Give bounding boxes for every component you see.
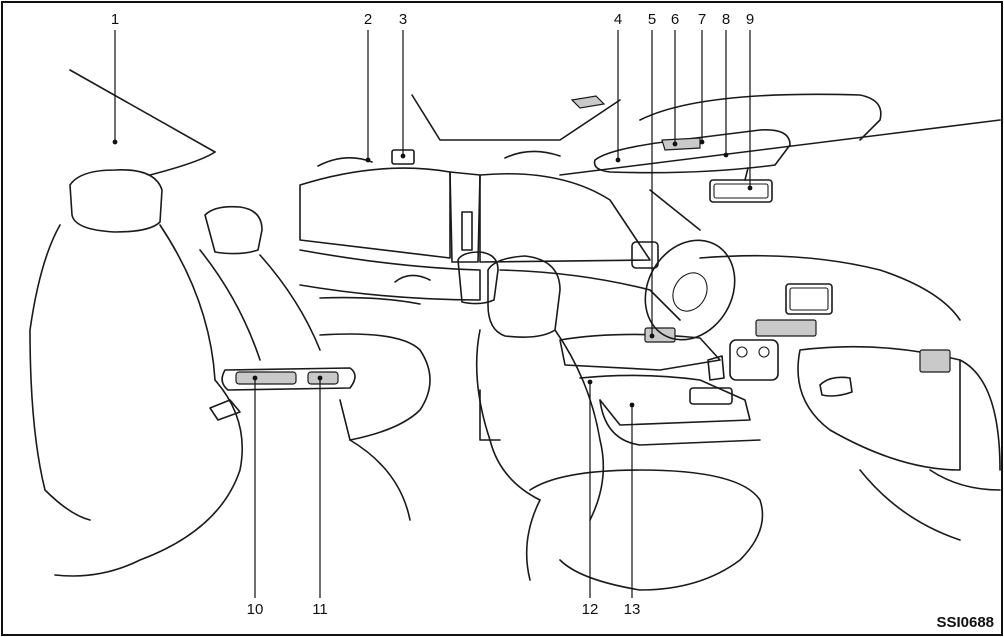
callout-3: 3: [399, 11, 407, 28]
leader-dot-9: [747, 185, 753, 191]
center-vents: [755, 319, 817, 337]
passenger-seatback-edge: [475, 329, 541, 501]
passenger-dashboard: [797, 345, 961, 471]
assist-grip-right: [504, 150, 561, 159]
control-knob-right: [758, 346, 770, 358]
console-storage-lid: [689, 387, 733, 405]
audio-climate-controls: [729, 339, 779, 381]
passenger-seat-side: [525, 499, 541, 581]
callout-7: 7: [698, 11, 706, 28]
roof-edge-line: [69, 69, 216, 153]
callout-5: 5: [648, 11, 656, 28]
mirror-stem: [744, 167, 749, 181]
front-side-window: [479, 172, 651, 263]
rear-side-window: [299, 167, 451, 259]
passenger-side-vent: [919, 349, 951, 373]
leader-dot-7: [699, 139, 705, 145]
a-pillar: [649, 189, 701, 231]
leader-dot-13: [629, 402, 635, 408]
sun-visor: [593, 128, 791, 174]
b-pillar: [449, 171, 481, 263]
rear-door-handle: [394, 274, 431, 283]
leader-dot-12: [587, 379, 593, 385]
assist-grip-left: [317, 157, 373, 167]
rear-storage-box: [235, 371, 297, 385]
callout-9: 9: [746, 11, 754, 28]
rear-center-armrest: [221, 367, 356, 391]
map-light-panel: [661, 137, 701, 151]
center-console-armrest: [579, 374, 751, 426]
leader-dot-4: [615, 157, 621, 163]
rear-seatback-right: [259, 254, 321, 351]
shift-lever: [707, 355, 725, 381]
rear-seat-cushion-right: [319, 333, 431, 441]
callout-6: 6: [671, 11, 679, 28]
leader-dot-11: [317, 375, 323, 381]
glove-box-handle: [819, 376, 853, 397]
front-door-panel: [499, 269, 681, 321]
seat-latch: [209, 399, 241, 421]
steering-hub: [672, 272, 708, 312]
rear-seatback-left-edge: [29, 224, 91, 521]
window-switch-panel: [644, 327, 676, 343]
leader-dot-10: [252, 375, 258, 381]
callout-12: 12: [582, 601, 599, 618]
driver-headrest: [457, 251, 499, 305]
steering-wheel: [644, 239, 736, 341]
callout-4: 4: [614, 11, 622, 28]
floor-edge: [929, 469, 1001, 491]
leader-dot-8: [723, 152, 729, 158]
rear-headrest-center: [204, 205, 263, 255]
leader-dot-3: [400, 153, 406, 159]
rear-cup-holder: [307, 371, 339, 385]
callout-leaders: [112, 30, 753, 598]
front-seat-base: [479, 389, 501, 441]
rear-headrest-left: [69, 169, 163, 233]
cabin-illustration: [29, 69, 1001, 591]
dashboard-top: [699, 254, 961, 321]
rear-seat-front-edge: [349, 439, 411, 521]
callout-11: 11: [312, 601, 328, 618]
callout-2: 2: [364, 11, 372, 28]
center-console-side: [599, 399, 761, 446]
rear-door-armrest: [319, 296, 421, 305]
footwell-line: [859, 469, 961, 541]
sun-visor-rear: [639, 93, 882, 141]
leader-dot-6: [672, 141, 678, 147]
passenger-seatback-inner: [554, 329, 605, 521]
figure-code: SSI0688: [936, 614, 994, 631]
rear-door-panel: [299, 249, 481, 301]
leader-dot-2: [365, 157, 371, 163]
callout-8: 8: [722, 11, 730, 28]
sunroof-outline: [411, 94, 621, 141]
roof-front-edge: [149, 151, 216, 176]
leader-dot-5: [649, 333, 655, 339]
rearview-mirror-glass: [713, 183, 769, 199]
center-console-top: [559, 333, 721, 371]
leader-dot-1: [112, 139, 118, 145]
callout-13: 13: [624, 601, 641, 618]
callout-labels: 1 2 3 4 5 6 7 8 9 10 11 12 13 SSI0688: [111, 11, 994, 631]
callout-10: 10: [247, 601, 264, 618]
side-mirror: [631, 241, 659, 269]
control-knob-left: [736, 346, 748, 358]
callout-1: 1: [111, 11, 119, 28]
passenger-door-edge: [959, 359, 1001, 471]
headliner-line: [559, 119, 1001, 176]
seatbelt-anchor: [461, 211, 473, 251]
roof-light: [570, 95, 606, 109]
rear-seatback-center: [199, 249, 261, 361]
passenger-seat-cushion: [529, 469, 764, 591]
rear-seat-cushion-front: [54, 379, 243, 577]
rearview-mirror: [709, 179, 773, 203]
rear-seatback-left-inner: [159, 224, 216, 381]
passenger-headrest: [487, 255, 561, 338]
navigation-screen: [789, 287, 829, 311]
navigation-display: [785, 283, 833, 315]
